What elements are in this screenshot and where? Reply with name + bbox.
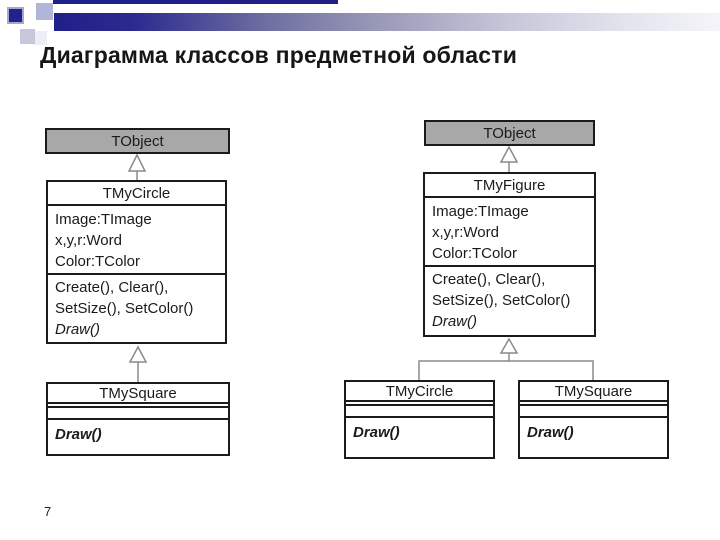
deco-square-navy [7,7,24,24]
abstract-operation: Draw() [527,424,574,441]
class-name: TMyCircle [346,382,493,402]
class-name: TMySquare [48,384,228,404]
operation: Create(), Clear(), [55,279,169,296]
slide-title: Диаграмма классов предметной области [40,42,518,68]
class-attributes-empty [520,402,667,406]
right-class-tmysquare: TMySquare Draw() [518,380,669,459]
left-square-circle-triangle-icon [128,345,148,363]
left-class-tobject: TObject [45,128,230,154]
class-compartment-empty [346,406,493,418]
deco-gradient-bar [54,13,720,31]
attribute: x,y,r:Word [55,232,122,249]
operation: SetSize(), SetColor() [55,300,194,317]
right-tree-branch-line [418,360,594,380]
operation: Create(), Clear(), [432,271,546,288]
abstract-operation: Draw() [353,424,400,441]
class-attributes: Image:TImage x,y,r:Word Color:TColor [48,206,225,275]
class-attributes-empty [346,402,493,406]
class-name: TMySquare [520,382,667,402]
abstract-operation: Draw() [55,321,100,338]
right-class-tmyfigure: TMyFigure Image:TImage x,y,r:Word Color:… [423,172,596,337]
class-name: TObject [111,132,164,150]
attribute: Image:TImage [432,203,529,220]
deco-square-lavender [20,29,35,44]
class-compartment-empty [48,408,228,420]
class-name: TMyCircle [48,182,225,206]
deco-square-white [33,31,47,45]
attribute: Image:TImage [55,211,152,228]
left-circle-tobject-triangle-icon [127,153,147,172]
left-class-tmycircle: TMyCircle Image:TImage x,y,r:Word Color:… [46,180,227,344]
right-class-tmycircle: TMyCircle Draw() [344,380,495,459]
class-name: TMyFigure [425,174,594,198]
operation: SetSize(), SetColor() [432,292,571,309]
class-attributes-empty [48,404,228,408]
class-compartment-empty [520,406,667,418]
attribute: Color:TColor [55,253,141,270]
right-class-tobject: TObject [424,120,595,146]
class-name: TObject [483,124,536,142]
class-operations: Create(), Clear(), SetSize(), SetColor()… [425,267,594,332]
deco-top-bar [53,0,338,4]
class-attributes: Image:TImage x,y,r:Word Color:TColor [425,198,594,267]
abstract-operation: Draw() [432,313,477,330]
attribute: Color:TColor [432,245,518,262]
right-figure-tobject-triangle-icon [499,145,519,163]
attribute: x,y,r:Word [432,224,499,241]
class-operations: Create(), Clear(), SetSize(), SetColor()… [48,275,225,340]
right-tree-triangle-icon [499,337,519,354]
deco-square-periwinkle [36,3,53,20]
page-number: 7 [44,504,52,519]
abstract-operation: Draw() [55,426,102,443]
left-class-tmysquare: TMySquare Draw() [46,382,230,456]
